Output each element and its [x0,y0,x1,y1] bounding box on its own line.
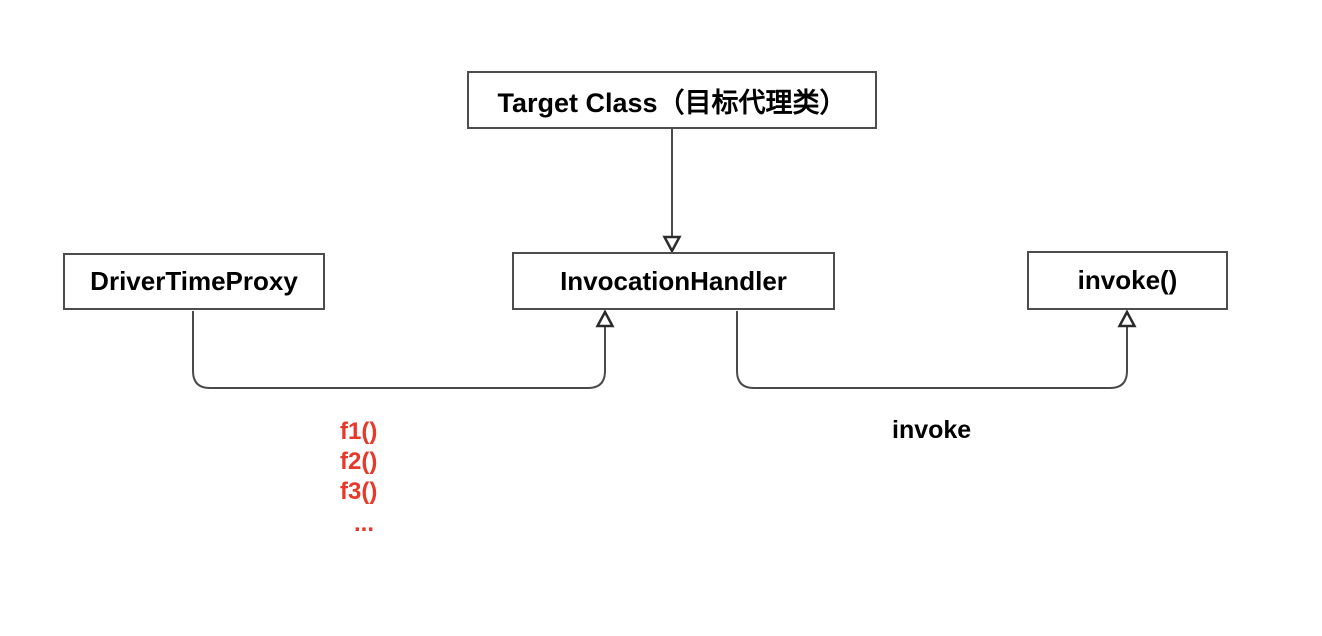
node-target-class-label: Target Class（目标代理类） [497,87,847,118]
node-invoke-method: invoke() [1027,251,1228,310]
node-target-class: Target Class（目标代理类） [467,71,877,129]
invoke-edge-label: invoke [892,416,972,444]
method-line-f1: f1() [340,418,378,445]
arrowhead-up-right-icon [1117,309,1137,328]
method-line-ellipsis: ... [354,510,375,537]
node-driver-time-proxy: DriverTimeProxy [63,253,325,310]
node-invocation-handler: InvocationHandler [512,252,835,310]
arrowhead-up-left-icon [595,309,615,328]
proxy-methods-label: f1() f2() f3() ... [340,417,377,541]
edge-proxy-to-handler [192,311,606,389]
arrowhead-down-icon [662,235,682,254]
method-line-f3: f3() [340,478,378,505]
node-driver-time-proxy-label: DriverTimeProxy [90,266,298,296]
edge-handler-to-invoke [736,311,1128,389]
node-invoke-method-label: invoke() [1077,265,1178,295]
node-invocation-handler-label: InvocationHandler [560,265,787,296]
method-line-f2: f2() [340,448,378,475]
